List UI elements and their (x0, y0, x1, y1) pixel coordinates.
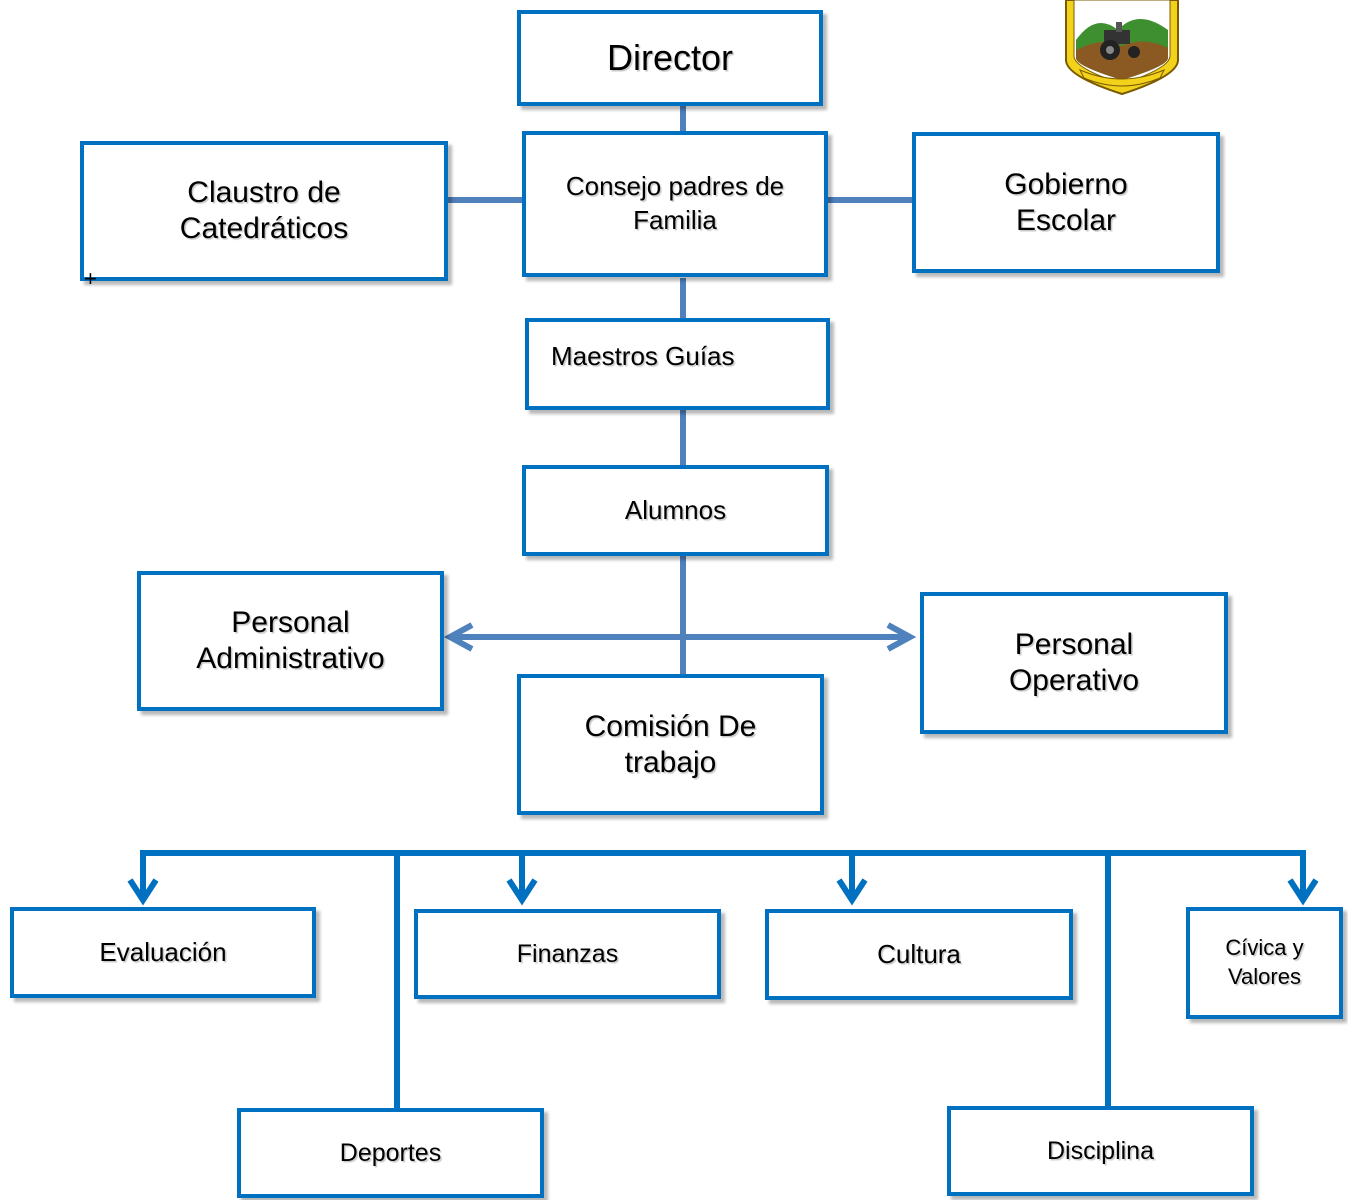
node-comision-trabajo: Comisión De trabajo (517, 674, 824, 815)
node-disciplina: Disciplina (947, 1106, 1254, 1196)
node-claustro-catedraticos: Claustro de Catedráticos (80, 141, 448, 281)
node-gobierno-escolar: Gobierno Escolar (912, 132, 1220, 273)
node-consejo-padres: Consejo padres de Familia (522, 131, 828, 277)
node-deportes-label: Deportes (339, 1138, 442, 1167)
node-maestros-guias: Maestros Guías (525, 318, 830, 410)
node-disciplina-label: Disciplina (1047, 1136, 1154, 1165)
node-director-label: Director (606, 36, 734, 78)
node-claustro-label: Claustro de Catedráticos (179, 176, 349, 245)
node-civica-label: Cívica y Valores (1225, 935, 1304, 989)
node-cultura: Cultura (765, 909, 1073, 1000)
node-alumnos-label: Alumnos (624, 494, 727, 525)
node-personal-operativo: Personal Operativo (920, 592, 1228, 734)
arrowhead-civica (1287, 878, 1319, 906)
node-finanzas: Finanzas (414, 909, 721, 999)
node-finanzas-label: Finanzas (516, 939, 619, 968)
node-personal-operativo-label: Personal Operativo (1008, 628, 1140, 697)
arrowhead-finanzas (506, 878, 538, 906)
node-comision-label: Comisión De trabajo (584, 709, 757, 779)
arrowhead-right (886, 622, 917, 652)
node-consejo-label: Consejo padres de Familia (565, 171, 785, 235)
node-director: Director (517, 10, 823, 106)
node-personal-administrativo: Personal Administrativo (137, 571, 444, 711)
node-evaluacion-label: Evaluación (99, 936, 227, 967)
node-maestros-label: Maestros Guías (551, 341, 735, 371)
node-civica-valores: Cívica y Valores (1186, 907, 1343, 1019)
node-personal-administrativo-label: Personal Administrativo (196, 606, 385, 675)
plus-mark: + (84, 266, 97, 291)
node-cultura-label: Cultura (877, 938, 961, 969)
arrowhead-cultura (836, 878, 868, 906)
arrowhead-evaluacion (127, 878, 159, 906)
node-gobierno-label: Gobierno Escolar (1004, 167, 1128, 237)
node-deportes: Deportes (237, 1108, 544, 1198)
school-crest-tractor-icon (1065, 0, 1179, 96)
node-alumnos: Alumnos (522, 465, 829, 556)
node-evaluacion: Evaluación (10, 907, 316, 998)
arrowhead-left (443, 622, 474, 652)
